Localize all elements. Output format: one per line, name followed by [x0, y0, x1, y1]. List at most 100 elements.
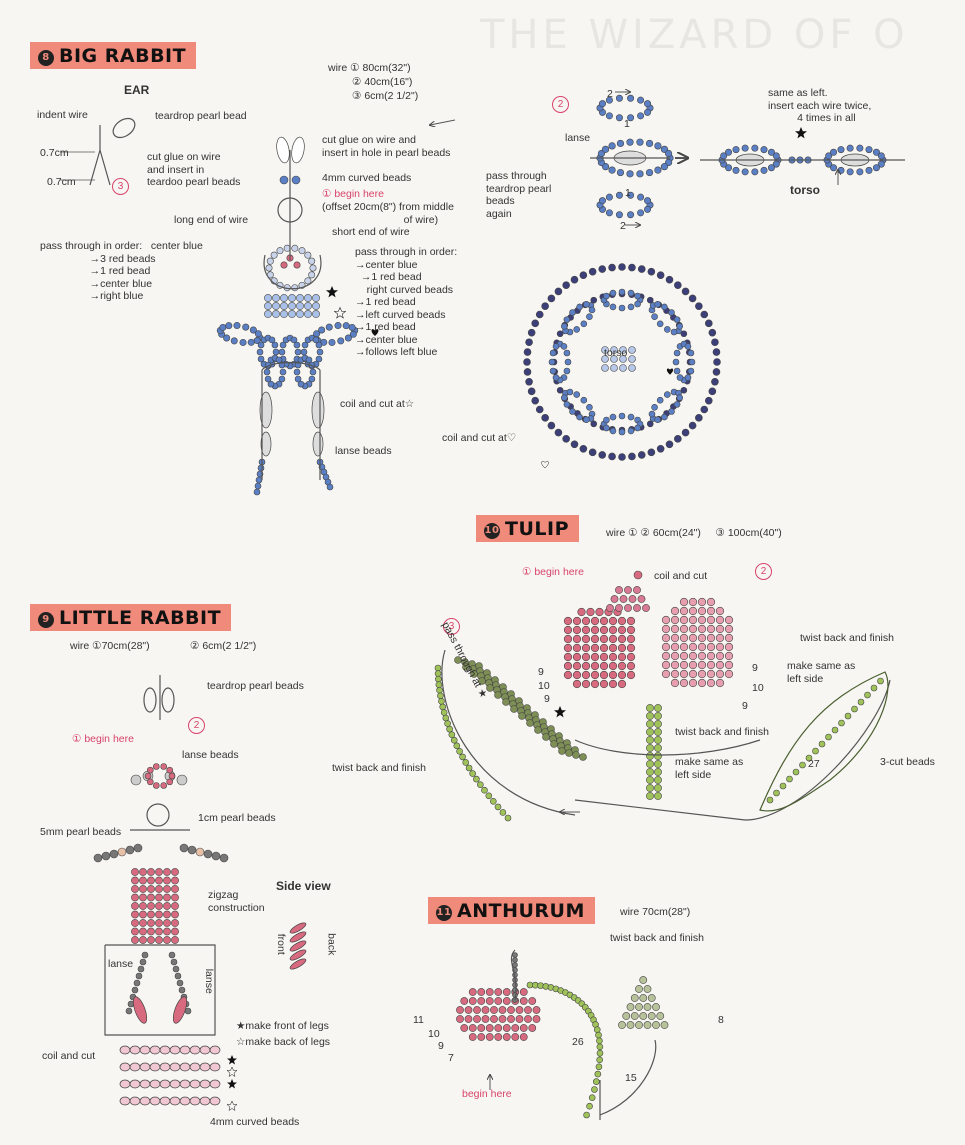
rosette-petal-bead [684, 343, 692, 350]
lr-body-bead [155, 876, 163, 885]
anth-spathe-bead [524, 1006, 532, 1014]
lr-foot-bead [119, 1045, 131, 1055]
lr-body-bead [155, 902, 163, 910]
tulip-strand-bead [877, 677, 884, 685]
tulip-petal-bead [608, 625, 618, 635]
tulip-petal-bead [581, 634, 591, 644]
lr-lanse-a: lanse [108, 958, 134, 970]
rosette-outer-bead [579, 444, 588, 453]
tulip-petal-bead [661, 642, 671, 652]
lr-body-bead [139, 868, 147, 876]
tulip-petal-bead [626, 670, 636, 680]
ear-wire [89, 125, 111, 186]
lr-side-view: Side view [276, 879, 331, 893]
rosette-torso-bead [619, 346, 627, 354]
br-belly-bead [263, 368, 271, 376]
rosette-petal-bead [609, 427, 617, 435]
torso-loop-bead [616, 168, 625, 177]
tulip-petal-bead [670, 669, 680, 679]
tulip-strand-bead [499, 809, 507, 816]
rosette-outer-bead [598, 265, 607, 273]
rosette-outer-bead [608, 263, 616, 272]
tulip-petal-bead [697, 642, 707, 652]
rosette-outer-bead [656, 444, 665, 453]
br-arm-bead [342, 322, 350, 330]
tulip-strand-bead [434, 664, 442, 672]
anth-spadix-bead [512, 962, 518, 968]
rosette-outer-bead [547, 294, 556, 303]
tulip-twist-mid: twist back and finish [675, 726, 769, 738]
tulip-stem-bead [646, 704, 654, 712]
tulip-petal-bead [617, 652, 627, 662]
br-head-bead [270, 251, 278, 259]
rosette-outer-bead [647, 448, 656, 457]
tulip-strand-bead [490, 798, 497, 805]
rosette-outer-bead [695, 302, 703, 310]
bead [293, 261, 301, 269]
br-torso-bead [280, 302, 288, 310]
lr-body-bead [147, 893, 155, 902]
bead [179, 843, 189, 853]
lr-foot-bead [209, 1096, 221, 1106]
rosette-petal-bead [648, 410, 656, 418]
lr-foot-bead [199, 1045, 211, 1055]
lr-body-bead [131, 868, 139, 876]
anth-leaf-bead [643, 1021, 652, 1029]
tulip-petal-bead [679, 669, 689, 679]
lr-foot-bead [169, 1045, 181, 1055]
rosette-outer-bead [704, 396, 713, 405]
tulip-petal-bead [599, 643, 609, 653]
lr-body-bead [139, 927, 147, 936]
anth-leaf-bead [647, 994, 656, 1002]
rosette-torso-bead [610, 355, 618, 363]
anthurum-begin: begin here [462, 1088, 512, 1100]
tulip-petal-bead [697, 606, 707, 616]
anth-leaf-bead [652, 1021, 660, 1029]
rosette-outer-bead [681, 287, 690, 296]
br-arm-bead [328, 338, 336, 346]
br-belly-bead [316, 348, 324, 356]
lr-foot-bead [209, 1045, 221, 1055]
torso-loop-bead [605, 193, 613, 201]
br-head-bead [304, 251, 312, 259]
rosette-inner-bead [590, 296, 598, 304]
tulip-strand-bead [434, 670, 442, 677]
torso-loop-bead [627, 94, 635, 102]
tulip-strand-bead [437, 692, 444, 700]
torso-loop-bead [626, 170, 634, 178]
rosette-outer-bead [523, 358, 531, 366]
rosette-petal-bead [561, 394, 568, 401]
tulip-leaf-bead [502, 698, 510, 706]
rosette-torso-bead [628, 346, 636, 354]
count-1-top: 1 [624, 118, 630, 130]
anth-spathe-bead [477, 988, 486, 996]
lr-body-bead [155, 893, 163, 902]
lr-side-bead [289, 940, 307, 952]
anth-spathe-bead [494, 988, 503, 996]
bead [93, 853, 103, 863]
anthurum-wires [510, 949, 657, 1120]
anth-stem-bead [588, 1094, 596, 1101]
faint-header: THE WIZARD OF O [480, 12, 909, 58]
tulip-petal-bead [626, 661, 636, 671]
lr-front: front [274, 933, 287, 955]
tulip-petal-bead [581, 679, 591, 689]
tulip-stem-bead [646, 784, 654, 792]
tulip-petal-bead [706, 642, 716, 652]
tulip-petal-bead [697, 597, 707, 607]
rosette-outer-bead [665, 440, 674, 449]
rosette-outer-bead [554, 428, 563, 437]
offset-note: (offset 20cm(8") from middle of wire) [322, 201, 454, 226]
rosette-outer-bead [541, 414, 549, 422]
anth-15: 15 [625, 1072, 637, 1084]
lr-foot-bead [159, 1079, 171, 1089]
rosette-petal-bead [634, 292, 641, 300]
big-rabbit-wire [261, 150, 322, 480]
lr-body-bead [171, 876, 179, 885]
torso-right-bead [725, 148, 733, 156]
tulip-strand-bead [477, 781, 484, 788]
anth-leaf-bead [643, 985, 652, 993]
tulip-petal-bead [599, 652, 609, 662]
torso-right-bead [877, 160, 885, 168]
